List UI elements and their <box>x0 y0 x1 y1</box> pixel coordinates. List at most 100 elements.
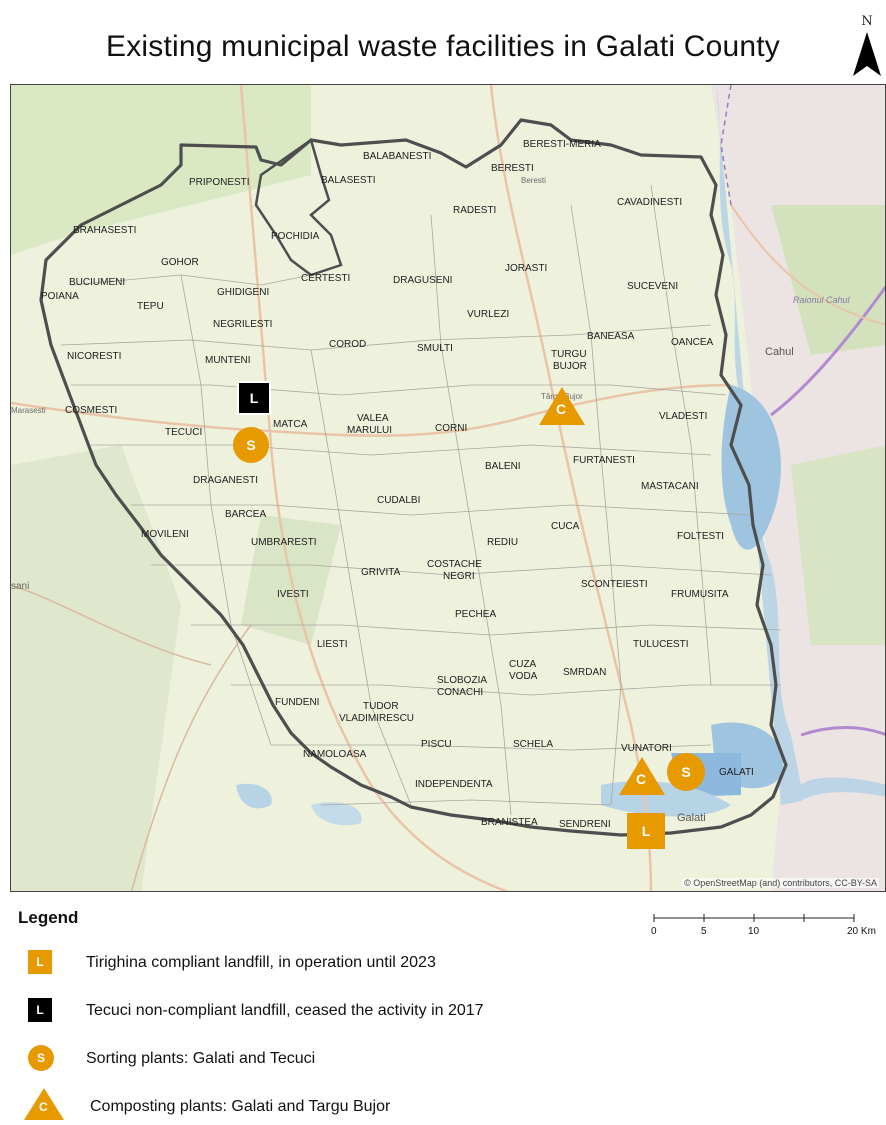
galati-sorting-marker[interactable]: S <box>667 753 705 791</box>
place-label: NICORESTI <box>67 351 122 362</box>
place-label: BARCEA <box>225 509 267 520</box>
place-label: POIANA <box>41 291 79 302</box>
tirighina-landfill-marker[interactable]: L <box>627 813 665 849</box>
sorting-circle-icon: S <box>28 1045 54 1071</box>
place-label: MOVILENI <box>141 529 189 540</box>
place-label: CERTESTI <box>301 273 351 284</box>
place-label: TUDOR <box>363 701 399 712</box>
place-label: OANCEA <box>671 337 714 348</box>
place-label: NEGRI <box>443 571 475 582</box>
legend: Legend <box>18 908 658 928</box>
place-label: BUJOR <box>553 361 587 372</box>
place-label: VURLEZI <box>467 309 510 320</box>
place-label: NEGRILESTI <box>213 319 273 330</box>
place-label: Cahul <box>765 346 794 358</box>
galati-composting-marker[interactable]: C <box>619 757 665 795</box>
place-label: SENDRENI <box>559 819 611 830</box>
place-label: COSMESTI <box>65 405 118 416</box>
place-label: GRIVITA <box>361 567 401 578</box>
composting-label: C <box>39 1100 48 1114</box>
place-label: VODA <box>509 671 538 682</box>
place-label: BALENI <box>485 461 521 472</box>
place-label: JORASTI <box>505 263 548 274</box>
scale-tick: 5 <box>701 926 707 937</box>
place-label: PECHEA <box>455 609 497 620</box>
legend-item-label: Sorting plants: Galati and Tecuci <box>86 1050 316 1067</box>
place-label: FURTANESTI <box>573 455 635 466</box>
tecuci-landfill-marker[interactable]: L <box>237 381 271 415</box>
place-label: BERESTI-MERIA <box>523 139 601 150</box>
place-label: CORNI <box>435 423 468 434</box>
legend-item-label: Tirighina compliant landfill, in operati… <box>86 954 436 971</box>
place-label: MATCA <box>273 419 308 430</box>
north-arrow-icon: N <box>850 14 884 80</box>
place-label: INDEPENDENTA <box>415 779 493 790</box>
place-label: SCHELA <box>513 739 554 750</box>
place-label: SCONTEIESTI <box>581 579 648 590</box>
place-label: Raionul Cahul <box>793 295 850 305</box>
place-label: MUNTENI <box>205 355 251 366</box>
place-label: TECUCI <box>165 427 203 438</box>
legend-item-noncompliant-landfill: L Tecuci non-compliant landfill, ceased … <box>28 994 668 1030</box>
place-label: NAMOLOASA <box>303 749 367 760</box>
place-label: DRAGUSENI <box>393 275 453 286</box>
place-label: FRUMUSITA <box>671 589 729 600</box>
legend-item-label: Composting plants: Galati and Targu Bujo… <box>90 1098 391 1115</box>
place-label: COSTACHE <box>427 559 482 570</box>
place-label: RADESTI <box>453 205 497 216</box>
place-label: PRIPONESTI <box>189 177 250 188</box>
place-label: sani <box>11 581 30 592</box>
scale-tick: 0 <box>651 926 657 937</box>
place-label: CONACHI <box>437 687 484 698</box>
map-attribution: © OpenStreetMap (and) contributors, CC-B… <box>682 878 879 888</box>
place-label: CAVADINESTI <box>617 197 683 208</box>
place-label: BRAHASESTI <box>73 225 137 236</box>
place-label: UMBRARESTI <box>251 537 317 548</box>
place-label: MASTACANI <box>641 481 699 492</box>
place-label: Marasesti <box>11 406 46 415</box>
place-label: SMULTI <box>417 343 453 354</box>
composting-label: C <box>556 401 567 417</box>
legend-item-sorting-plant: S Sorting plants: Galati and Tecuci <box>28 1042 668 1078</box>
place-label: REDIU <box>487 537 519 548</box>
place-label: BANEASA <box>587 331 635 342</box>
place-label: SUCEVENI <box>627 281 679 292</box>
place-label: GALATI <box>719 767 754 778</box>
map-title: Existing municipal waste facilities in G… <box>105 30 781 63</box>
place-label: CUZA <box>509 659 537 670</box>
place-label: Beresti <box>521 176 546 185</box>
legend-item-composting-plant: C Composting plants: Galati and Targu Bu… <box>24 1088 664 1124</box>
scale-bar: 0 5 10 20 Km <box>651 914 882 944</box>
place-label: VLADIMIRESCU <box>339 713 415 724</box>
legend-title: Legend <box>18 908 79 927</box>
targu-bujor-composting-marker[interactable]: C <box>539 387 585 425</box>
legend-item-label: Tecuci non-compliant landfill, ceased th… <box>86 1002 484 1019</box>
place-label: COROD <box>329 339 367 350</box>
place-label: CUCA <box>551 521 580 532</box>
place-label: TURGU <box>551 349 587 360</box>
composting-label: C <box>636 771 647 787</box>
place-label: CUDALBI <box>377 495 421 506</box>
place-label: MARULUI <box>347 425 393 436</box>
map-base <box>11 85 885 891</box>
place-label: BUCIUMENI <box>69 277 126 288</box>
landfill-square-icon: L <box>28 950 52 974</box>
place-label: PISCU <box>421 739 452 750</box>
map-canvas[interactable]: PRIPONESTI BALABANESTI BERESTI-MERIA BER… <box>10 84 886 892</box>
tecuci-sorting-marker[interactable]: S <box>233 427 269 463</box>
place-label: GHIDIGENI <box>217 287 270 298</box>
place-label: BALASESTI <box>321 175 376 186</box>
composting-triangle-icon: C <box>24 1088 64 1120</box>
place-label: BERESTI <box>491 163 534 174</box>
place-label: POCHIDIA <box>271 231 320 242</box>
place-label: Galati <box>677 812 706 824</box>
place-label: FOLTESTI <box>677 531 725 542</box>
scale-tick: 20 Km <box>847 926 876 937</box>
legend-item-compliant-landfill: L Tirighina compliant landfill, in opera… <box>28 946 668 982</box>
place-label: FUNDENI <box>275 697 320 708</box>
place-label: DRAGANESTI <box>193 475 259 486</box>
landfill-square-icon: L <box>28 998 52 1022</box>
place-label: SMRDAN <box>563 667 607 678</box>
place-label: VUNATORI <box>621 743 672 754</box>
place-label: SLOBOZIA <box>437 675 488 686</box>
